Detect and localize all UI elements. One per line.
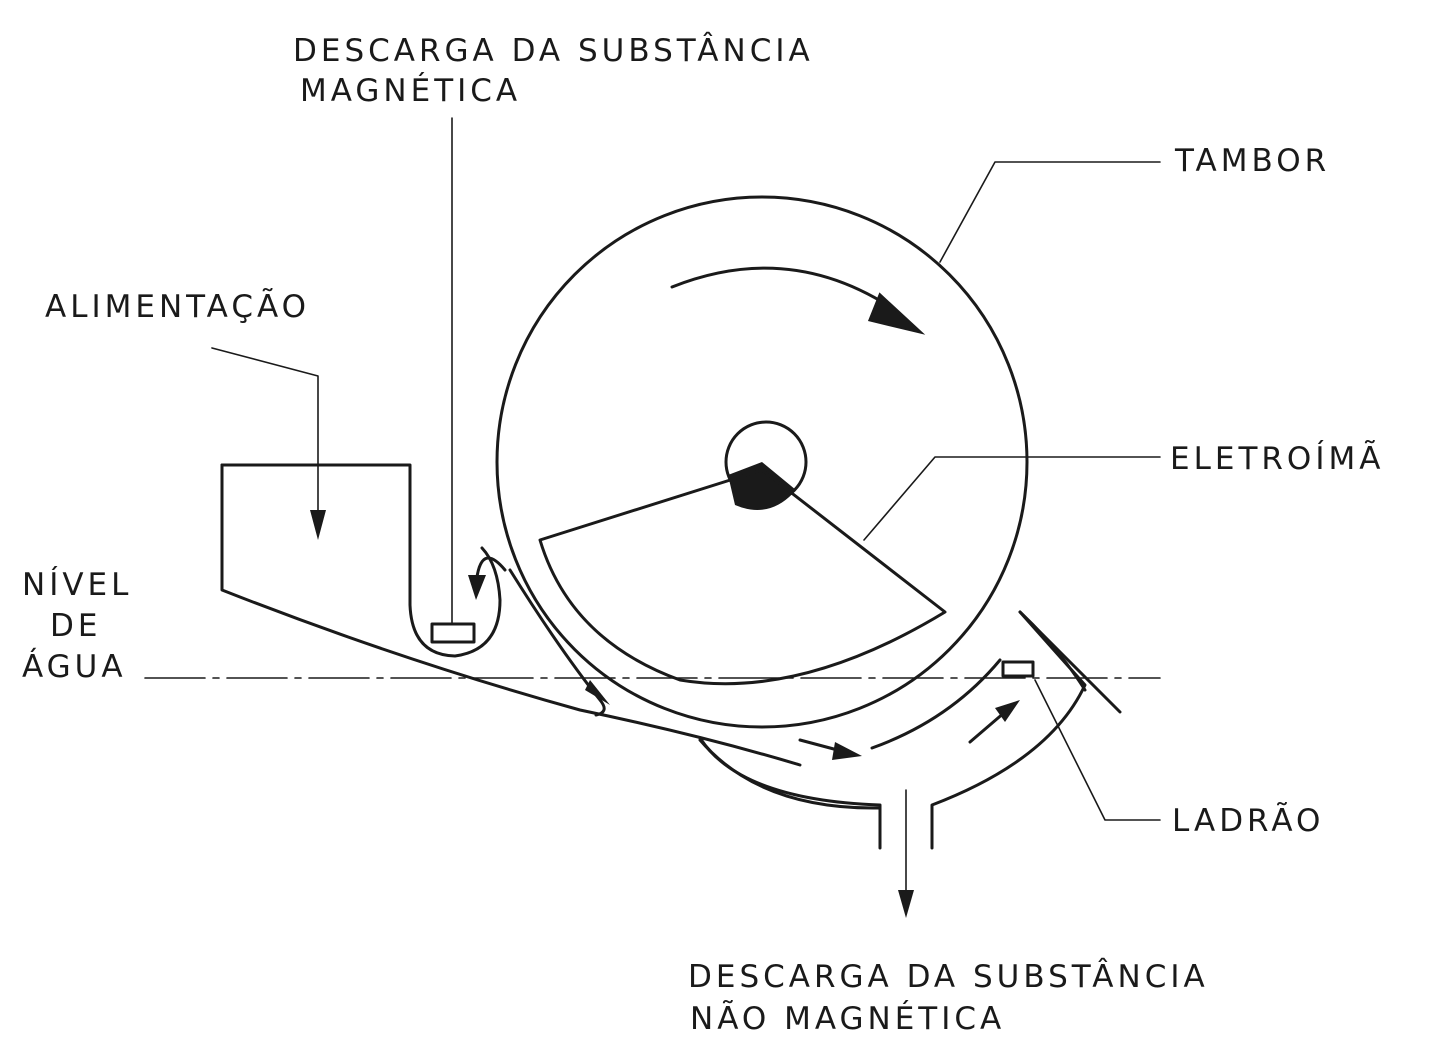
- drum-rotation-arrow: [670, 266, 897, 312]
- overflow-leader-line: [1034, 679, 1161, 821]
- label-water-level-line2: DE: [50, 608, 102, 644]
- flow-arrow-upturn-head: [468, 575, 486, 600]
- label-electromagnet: ELETROÍMÃ: [1170, 441, 1385, 477]
- electromagnet-leader-line: [863, 456, 1161, 541]
- overflow-box: [1001, 660, 1035, 678]
- tank-right-wall: [1018, 610, 1122, 714]
- flow-arrow-bottom-2-head: [995, 700, 1020, 722]
- drum-rotation-arrowhead: [867, 292, 926, 335]
- electromagnet-sector: [538, 468, 947, 686]
- drum-leader-line: [939, 161, 1161, 263]
- tank-bottom-left: [698, 736, 882, 850]
- label-feed: ALIMENTAÇÃO: [45, 289, 311, 325]
- flow-arrow-bottom-2: [968, 710, 1007, 744]
- label-drum: TAMBOR: [1175, 143, 1331, 179]
- feed-hopper: [220, 463, 502, 658]
- label-water-level-line3: ÁGUA: [22, 649, 127, 685]
- feed-arrowhead: [310, 510, 326, 540]
- drum-circle: [495, 195, 1029, 729]
- label-discharge-magnetic-line1: DESCARGA DA SUBSTÂNCIA: [293, 33, 814, 69]
- label-discharge-nonmagnetic-line1: DESCARGA DA SUBSTÂNCIA: [688, 959, 1209, 995]
- hopper-left-wall: [220, 463, 802, 767]
- discharge-pipe-arrowhead: [898, 890, 914, 918]
- magnetic-discharge-box: [430, 622, 476, 644]
- inner-channel: [870, 658, 1002, 750]
- tank-bottom-right: [930, 610, 1087, 850]
- feed-leader-line: [211, 347, 319, 526]
- flow-arrow-drum-side-head: [585, 680, 610, 705]
- label-water-level-line1: NÍVEL: [22, 567, 133, 603]
- label-discharge-magnetic-line2: MAGNÉTICA: [300, 73, 522, 109]
- label-discharge-nonmagnetic-line2: NÃO MAGNÉTICA: [690, 1001, 1006, 1037]
- label-overflow: LADRÃO: [1172, 803, 1325, 839]
- bottom-channel: [698, 738, 882, 810]
- flow-arrow-bottom-1-head: [832, 742, 862, 760]
